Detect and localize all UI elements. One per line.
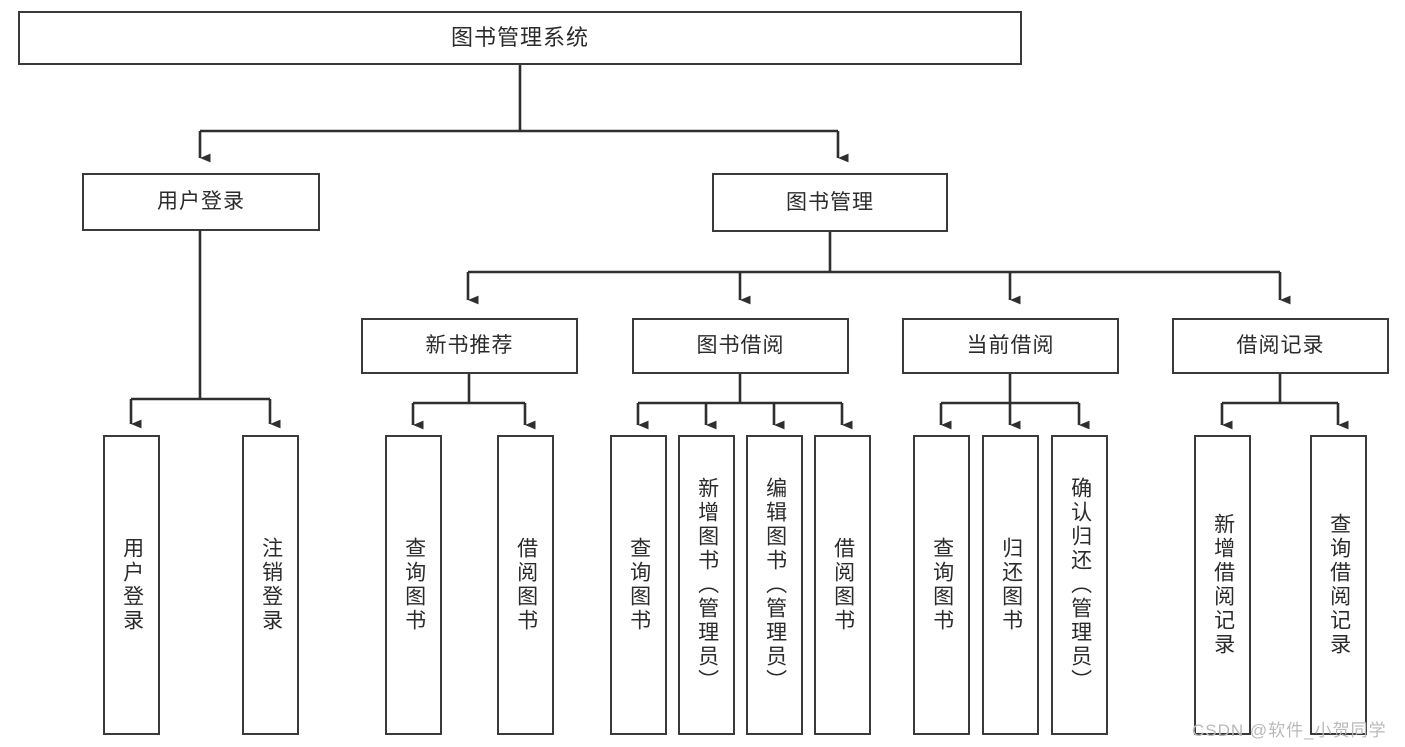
leaf-label: 新增借阅记录 (1211, 513, 1235, 657)
leaf-label: 编辑图书（管理员） (763, 477, 787, 693)
node-book-borrow[interactable]: 图书借阅 (632, 318, 849, 374)
node-current-borrow[interactable]: 当前借阅 (902, 318, 1119, 374)
leaf-label: 确认归还（管理员） (1068, 477, 1092, 693)
leaf-bb-query-book[interactable]: 查询图书 (610, 435, 667, 735)
leaf-label: 查询借阅记录 (1327, 513, 1351, 657)
leaf-br-add-record[interactable]: 新增借阅记录 (1194, 435, 1251, 735)
leaf-bb-add-book[interactable]: 新增图书（管理员） (678, 435, 735, 735)
leaf-label: 借阅图书 (514, 537, 538, 633)
leaf-cb-query-book[interactable]: 查询图书 (913, 435, 970, 735)
node-book-management[interactable]: 图书管理 (712, 173, 948, 232)
node-root-system[interactable]: 图书管理系统 (18, 11, 1022, 65)
leaf-user-login[interactable]: 用户登录 (103, 435, 160, 735)
node-user-login[interactable]: 用户登录 (82, 173, 320, 231)
leaf-cb-confirm-return[interactable]: 确认归还（管理员） (1051, 435, 1108, 735)
leaf-cb-return-book[interactable]: 归还图书 (982, 435, 1039, 735)
leaf-nb-borrow-book[interactable]: 借阅图书 (497, 435, 554, 735)
leaf-label: 查询图书 (627, 537, 651, 633)
leaf-br-query-record[interactable]: 查询借阅记录 (1310, 435, 1367, 735)
node-new-book-recommend[interactable]: 新书推荐 (361, 318, 578, 374)
leaf-logout[interactable]: 注销登录 (242, 435, 299, 735)
leaf-label: 用户登录 (120, 537, 144, 633)
leaf-label: 查询图书 (402, 537, 426, 633)
leaf-label: 借阅图书 (831, 537, 855, 633)
leaf-label: 注销登录 (259, 537, 283, 633)
leaf-nb-query-book[interactable]: 查询图书 (385, 435, 442, 735)
leaf-label: 归还图书 (999, 537, 1023, 633)
leaf-label: 查询图书 (930, 537, 954, 633)
leaf-label: 新增图书（管理员） (695, 477, 719, 693)
leaf-bb-edit-book[interactable]: 编辑图书（管理员） (746, 435, 803, 735)
node-borrow-record[interactable]: 借阅记录 (1172, 318, 1389, 374)
leaf-bb-borrow-book[interactable]: 借阅图书 (814, 435, 871, 735)
csdn-watermark: CSDN @软件_小贺同学 (1192, 721, 1387, 740)
